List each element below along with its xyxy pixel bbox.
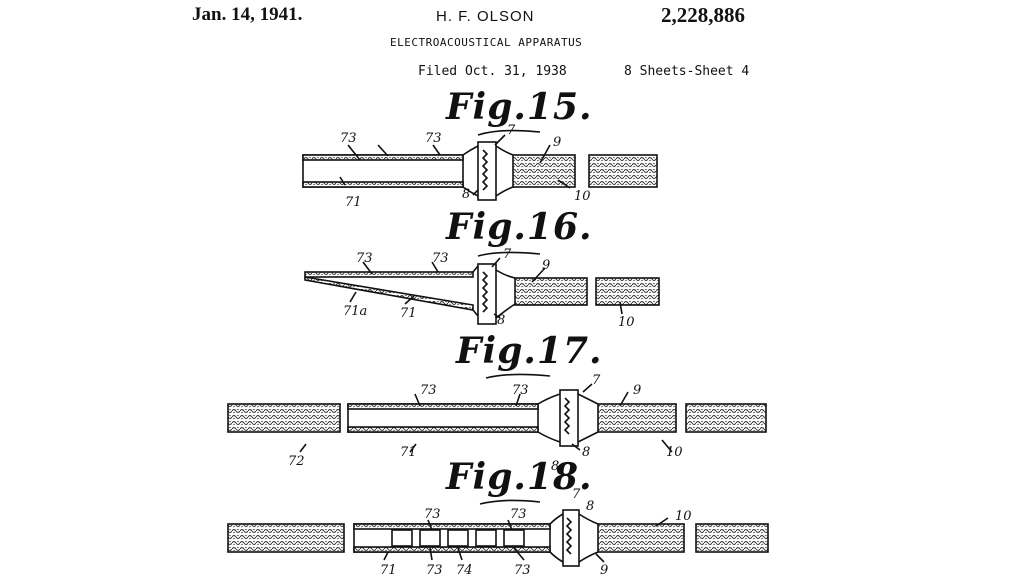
fig16-label-8: 8 bbox=[497, 313, 505, 328]
fig17-label-10: 10 bbox=[666, 445, 683, 460]
fig15-label-8: 8 bbox=[462, 187, 470, 202]
fig16-label-71: 71 bbox=[400, 306, 417, 321]
fig17-label-73a: 73 bbox=[420, 383, 437, 398]
fig17-label-9: 9 bbox=[633, 383, 641, 398]
fig18-label-73c: 73 bbox=[426, 563, 443, 576]
fig15-label-9: 9 bbox=[553, 135, 561, 150]
fig17-label-8: 8 bbox=[582, 445, 590, 460]
fig15-label-10: 10 bbox=[574, 189, 591, 204]
fig15-label-71: 71 bbox=[345, 195, 362, 210]
fig15-label-73b: 73 bbox=[425, 131, 442, 146]
fig16-label-71a: 71a bbox=[343, 304, 367, 319]
fig17-label-73b: 73 bbox=[512, 383, 529, 398]
fig16-label-73a: 73 bbox=[356, 251, 373, 266]
fig16-label-7: 7 bbox=[503, 247, 512, 262]
fig18-label-73b: 73 bbox=[510, 507, 527, 522]
fig18-label-8: 8 bbox=[586, 499, 594, 514]
fig18-label-7: 7 bbox=[572, 487, 581, 502]
fig18-label-73a: 73 bbox=[424, 507, 441, 522]
fig16-label-9: 9 bbox=[542, 258, 550, 273]
fig17-label-71: 71 bbox=[400, 445, 417, 460]
fig17-label-7: 7 bbox=[592, 373, 601, 388]
fig17-drawing bbox=[228, 374, 766, 452]
fig18-label-71: 71 bbox=[380, 563, 397, 576]
fig15-label-7: 7 bbox=[507, 123, 516, 138]
fig18-label-8-title: 8 bbox=[551, 459, 559, 474]
fig18-labels: 8 7 8 10 73 73 71 73 74 73 9 bbox=[380, 459, 692, 576]
fig17-label-72: 72 bbox=[288, 454, 305, 469]
fig18-label-74: 74 bbox=[456, 563, 473, 576]
fig18-label-10: 10 bbox=[675, 509, 692, 524]
fig16-label-73b: 73 bbox=[432, 251, 449, 266]
fig18-label-9: 9 bbox=[600, 563, 608, 576]
fig18-label-73d: 73 bbox=[514, 563, 531, 576]
fig15-label-73a: 73 bbox=[340, 131, 357, 146]
fig16-label-10: 10 bbox=[618, 315, 635, 330]
